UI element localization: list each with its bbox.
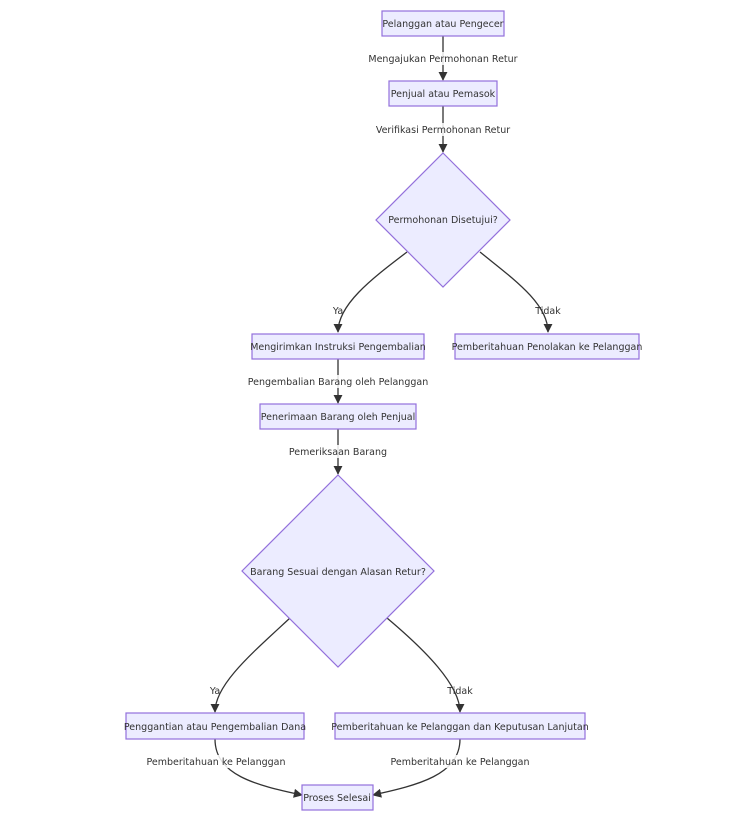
edge-label-submit-request: Mengajukan Permohonan Retur — [368, 54, 517, 65]
node-receipt-by-seller-label: Penerimaan Barang oleh Penjual — [261, 412, 415, 423]
node-process-done[interactable]: Proses Selesai — [301, 784, 374, 811]
edge-label-approved-no: Tidak — [534, 306, 561, 317]
edge-replacement-to-done — [214, 738, 303, 798]
edge-approved-yes — [333, 251, 408, 333]
node-seller-label: Penjual atau Pemasok — [391, 89, 496, 100]
node-receipt-by-seller[interactable]: Penerimaan Barang oleh Penjual — [259, 403, 417, 430]
edge-label-match-yes: Ya — [209, 686, 220, 697]
edge-label-approved-yes: Ya — [332, 306, 343, 317]
node-notify-followup[interactable]: Pemberitahuan ke Pelanggan dan Keputusan… — [331, 712, 589, 740]
node-rejection-notice-label: Pemberitahuan Penolakan ke Pelanggan — [452, 342, 643, 353]
node-process-done-label: Proses Selesai — [303, 793, 371, 804]
decision-match-label: Barang Sesuai dengan Alasan Retur? — [250, 567, 426, 578]
node-replacement-refund[interactable]: Penggantian atau Pengembalian Dana — [124, 712, 306, 740]
node-customer-label: Pelanggan atau Pengecer — [382, 19, 503, 30]
edge-labels: Mengajukan Permohonan Retur Verifikasi P… — [146, 52, 561, 768]
edge-label-match-no: Tidak — [446, 686, 473, 697]
node-send-instructions[interactable]: Mengirimkan Instruksi Pengembalian — [250, 333, 426, 360]
edge-approved-no — [479, 251, 553, 333]
edge-match-yes — [210, 617, 291, 713]
edge-label-inspection: Pemeriksaan Barang — [289, 447, 387, 458]
edge-match-no — [386, 617, 465, 713]
edge-label-verify-request: Verifikasi Permohonan Retur — [376, 125, 510, 136]
edge-label-return-by-customer: Pengembalian Barang oleh Pelanggan — [248, 377, 428, 388]
edge-label-notify-right: Pemberitahuan ke Pelanggan — [390, 757, 529, 768]
decision-approved[interactable]: Permohonan Disetujui? — [375, 152, 511, 288]
node-send-instructions-label: Mengirimkan Instruksi Pengembalian — [250, 342, 426, 353]
node-seller[interactable]: Penjual atau Pemasok — [388, 80, 498, 107]
decision-approved-label: Permohonan Disetujui? — [388, 215, 498, 226]
node-notify-followup-label: Pemberitahuan ke Pelanggan dan Keputusan… — [331, 722, 589, 733]
edge-notify-to-done — [372, 738, 461, 798]
node-customer[interactable]: Pelanggan atau Pengecer — [381, 10, 505, 37]
edge-label-notify-left: Pemberitahuan ke Pelanggan — [146, 757, 285, 768]
decision-match[interactable]: Barang Sesuai dengan Alasan Retur? — [241, 474, 435, 668]
nodes: Pelanggan atau Pengecer Penjual atau Pem… — [124, 10, 643, 811]
node-replacement-refund-label: Penggantian atau Pengembalian Dana — [124, 722, 306, 733]
node-rejection-notice[interactable]: Pemberitahuan Penolakan ke Pelanggan — [452, 333, 643, 360]
